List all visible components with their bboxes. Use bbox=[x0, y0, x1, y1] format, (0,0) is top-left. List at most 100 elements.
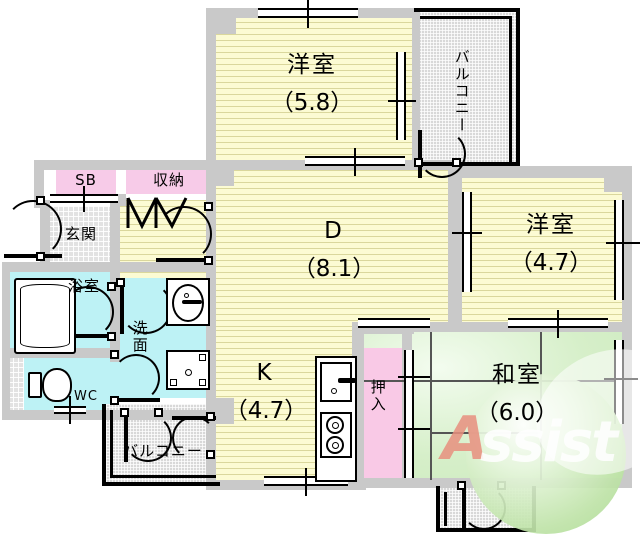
door-leaf-balcony-washitsu bbox=[462, 486, 466, 530]
wall-bath-right bbox=[110, 262, 120, 362]
outline-balcony-washitsu-right bbox=[532, 486, 536, 532]
stove-burner-top-icon bbox=[326, 416, 344, 434]
tick-wc-window bbox=[69, 396, 71, 424]
outline-balcony-washitsu-left bbox=[436, 486, 440, 532]
door-leaf-wc bbox=[112, 398, 160, 402]
oshiire-sliding-door bbox=[404, 350, 414, 478]
outline-balcony-north-top bbox=[414, 8, 520, 12]
toilet-bowl bbox=[42, 368, 72, 402]
kitchen-faucet-icon bbox=[338, 378, 356, 383]
door-leaf-entrance bbox=[4, 254, 62, 258]
outline-balcony-north-inner-right bbox=[509, 16, 512, 164]
door-jamb-balcony-north-1 bbox=[414, 158, 423, 167]
window-east-room-right bbox=[614, 200, 624, 300]
door-arc-corridor-dining bbox=[156, 206, 212, 262]
door-jamb-wc-2 bbox=[110, 396, 119, 405]
faucet-knob-icon bbox=[184, 293, 189, 298]
outline-balcony-north-right bbox=[516, 8, 520, 166]
oshiire-floor bbox=[363, 348, 403, 482]
sliding-door-dining-washitsu bbox=[358, 318, 430, 328]
tatami-line-4 bbox=[430, 380, 432, 480]
faucet-icon bbox=[182, 300, 202, 304]
door-leaf-balcony-kitchen bbox=[172, 416, 216, 420]
window-tick-north-room bbox=[307, 0, 309, 28]
tatami-line-1 bbox=[364, 380, 624, 382]
door-jamb-corridor-2 bbox=[204, 256, 213, 265]
door-arc-entrance bbox=[4, 200, 62, 258]
door-jamb-balcony-washitsu-1 bbox=[457, 481, 466, 490]
tatami-line-2 bbox=[430, 332, 432, 380]
room-floor-yoshitsu-north bbox=[212, 16, 412, 166]
room-floor-yoshitsu-east bbox=[460, 176, 628, 331]
door-jamb-balcony-south-1 bbox=[120, 408, 129, 417]
tick-east-room-right bbox=[606, 242, 640, 244]
door-jamb-bathroom-2 bbox=[107, 332, 116, 341]
wall-left-far bbox=[2, 262, 10, 418]
outline-balcony-washitsu-inner bbox=[444, 492, 447, 526]
tatami-line-5 bbox=[540, 380, 542, 480]
entrance-step bbox=[8, 352, 24, 418]
shoe-box-floor bbox=[56, 170, 116, 194]
wall-dining-left bbox=[206, 160, 216, 330]
door-jamb-washroom-1 bbox=[116, 278, 125, 287]
door-arc-balcony-south bbox=[124, 414, 172, 462]
wall-north-corner-block bbox=[206, 8, 236, 34]
wall-entrance-right bbox=[110, 194, 120, 270]
door-jamb-wc-1 bbox=[110, 350, 119, 359]
wall-wc-bottom bbox=[2, 410, 216, 420]
tick-sliding-north-dining bbox=[354, 148, 356, 176]
door-jamb-entrance-1 bbox=[36, 196, 45, 205]
tatami-line-3 bbox=[540, 332, 542, 380]
door-leaf-balcony-north bbox=[418, 130, 422, 178]
wall-left-top bbox=[34, 160, 216, 170]
washing-machine-pan bbox=[166, 350, 210, 390]
wall-balcony-north-left bbox=[412, 8, 420, 166]
storage-floor bbox=[126, 170, 212, 194]
door-leaf-corridor-dining bbox=[156, 258, 212, 262]
tick-window-north-balcony bbox=[388, 100, 416, 102]
wall-corridor-right bbox=[118, 194, 126, 206]
door-jamb-entrance-2 bbox=[36, 252, 45, 261]
tick-washitsu-right bbox=[604, 378, 638, 380]
outline-balcony-south-inner-bottom bbox=[110, 475, 216, 478]
wall-east-right bbox=[622, 166, 632, 332]
outline-balcony-north-inner-top bbox=[420, 16, 512, 19]
door-jamb-balcony-kitchen-2 bbox=[206, 450, 215, 459]
tick-east-room-left bbox=[452, 232, 482, 234]
door-jamb-balcony-north-2 bbox=[452, 158, 461, 167]
bathtub bbox=[14, 278, 76, 354]
wall-left-outer bbox=[34, 160, 44, 208]
door-leaf-bathroom bbox=[62, 334, 114, 338]
tick-oshiire-2 bbox=[398, 428, 430, 430]
outline-balcony-north-bottom bbox=[414, 162, 520, 166]
storage-folding-doors bbox=[126, 197, 188, 230]
wall-east-washitsu bbox=[352, 322, 632, 332]
window-north-room-balcony bbox=[396, 52, 406, 140]
tick-oshiire-1 bbox=[398, 376, 430, 378]
wall-washroom-right bbox=[206, 262, 216, 420]
room-floor-dining bbox=[212, 170, 455, 330]
door-leaf-balcony-south bbox=[124, 414, 128, 462]
door-arc-bathroom bbox=[62, 286, 114, 338]
toilet-tank bbox=[28, 372, 42, 398]
window-washitsu-right bbox=[614, 340, 624, 424]
tick-east-washitsu bbox=[557, 310, 559, 338]
wall-dining-right bbox=[448, 166, 462, 332]
outline-balcony-south-bottom bbox=[102, 482, 220, 486]
door-arc-washroom bbox=[120, 282, 172, 334]
door-jamb-balcony-south-2 bbox=[154, 408, 163, 417]
outline-balcony-south-inner-left bbox=[110, 410, 113, 478]
kitchen-drain-icon bbox=[331, 388, 337, 394]
door-arc-balcony-washitsu bbox=[462, 486, 506, 530]
wall-left-mid-h bbox=[2, 262, 216, 272]
door-arc-wc bbox=[112, 354, 160, 402]
door-jamb-bathroom-1 bbox=[107, 282, 116, 291]
door-leaf-washroom bbox=[120, 282, 124, 334]
stove-burner-bottom-icon bbox=[326, 436, 344, 454]
tick-kitchen-bottom bbox=[305, 468, 307, 496]
door-jamb-corridor-1 bbox=[204, 202, 213, 211]
outline-balcony-south-left bbox=[102, 404, 106, 486]
door-jamb-balcony-washitsu-2 bbox=[497, 481, 506, 490]
wall-north-left bbox=[206, 8, 216, 166]
